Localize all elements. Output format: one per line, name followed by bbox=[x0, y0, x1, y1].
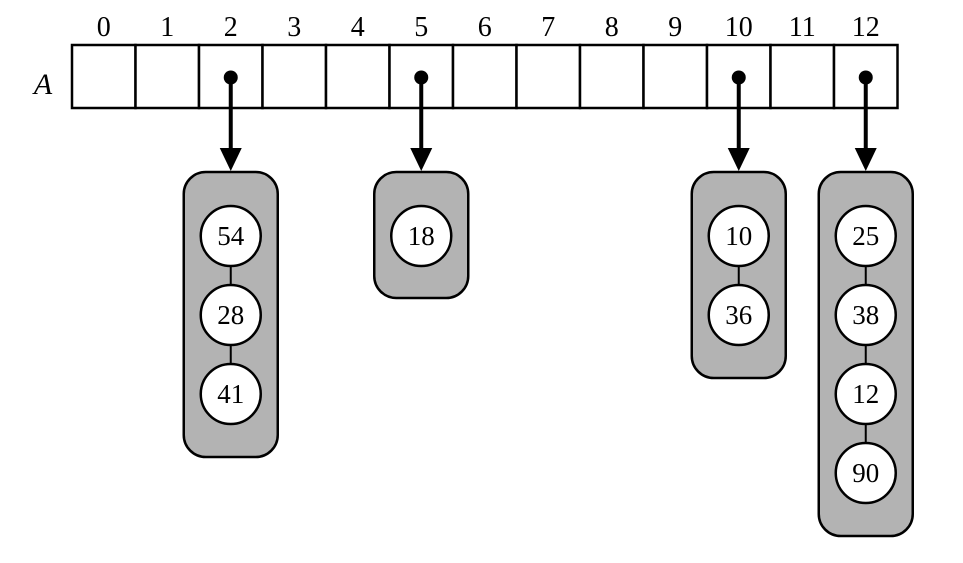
array-cell bbox=[70, 43, 137, 110]
list-node bbox=[199, 362, 262, 426]
node-key: 38 bbox=[852, 300, 879, 330]
arrowhead bbox=[410, 148, 433, 171]
list-node bbox=[834, 362, 897, 426]
index-label: 0 bbox=[97, 12, 111, 43]
list-node bbox=[707, 204, 770, 268]
node-key: 25 bbox=[852, 221, 879, 251]
index-label: 2 bbox=[224, 12, 238, 43]
node-key: 28 bbox=[217, 300, 244, 330]
arrowhead bbox=[219, 148, 242, 171]
index-label: 10 bbox=[725, 12, 753, 43]
index-label: 9 bbox=[668, 12, 682, 43]
array-cell bbox=[261, 43, 328, 110]
array-name: A bbox=[32, 68, 53, 101]
array-cells bbox=[70, 43, 899, 110]
index-label: 3 bbox=[287, 12, 301, 43]
array-cell bbox=[451, 43, 518, 110]
bucket-chain: 25 38 12 90 bbox=[817, 70, 914, 538]
index-label: 7 bbox=[541, 12, 555, 43]
node-key: 18 bbox=[408, 221, 435, 251]
index-label: 4 bbox=[351, 12, 365, 43]
arrowhead bbox=[854, 148, 877, 171]
index-label: 11 bbox=[789, 12, 816, 43]
list-node bbox=[390, 204, 453, 268]
index-label: 6 bbox=[478, 12, 492, 43]
node-key: 54 bbox=[217, 221, 245, 251]
list-node bbox=[834, 283, 897, 347]
arrowhead bbox=[727, 148, 750, 171]
node-key: 12 bbox=[852, 379, 879, 409]
index-label: 1 bbox=[160, 12, 174, 43]
index-label: 5 bbox=[414, 12, 428, 43]
index-label: 8 bbox=[605, 12, 619, 43]
array-cell bbox=[515, 43, 582, 110]
list-node bbox=[834, 441, 897, 505]
array-cell bbox=[578, 43, 645, 110]
node-key: 90 bbox=[852, 458, 879, 488]
list-node bbox=[199, 204, 262, 268]
node-key: 10 bbox=[725, 221, 752, 251]
node-key: 36 bbox=[725, 300, 752, 330]
node-key: 41 bbox=[217, 379, 244, 409]
array-cell bbox=[324, 43, 391, 110]
array-cell bbox=[769, 43, 836, 110]
array-cell bbox=[134, 43, 201, 110]
list-node bbox=[834, 204, 897, 268]
bucket-chain: 54 28 41 bbox=[182, 70, 279, 459]
list-node bbox=[707, 283, 770, 347]
bucket-chain: 10 36 bbox=[690, 70, 787, 380]
bucket-chain: 18 bbox=[373, 70, 470, 300]
index-label: 12 bbox=[852, 12, 880, 43]
list-node bbox=[199, 283, 262, 347]
array-cell bbox=[642, 43, 709, 110]
bucket-chains: 54 28 41 18 10 36 25 38 12 90 bbox=[182, 70, 914, 538]
